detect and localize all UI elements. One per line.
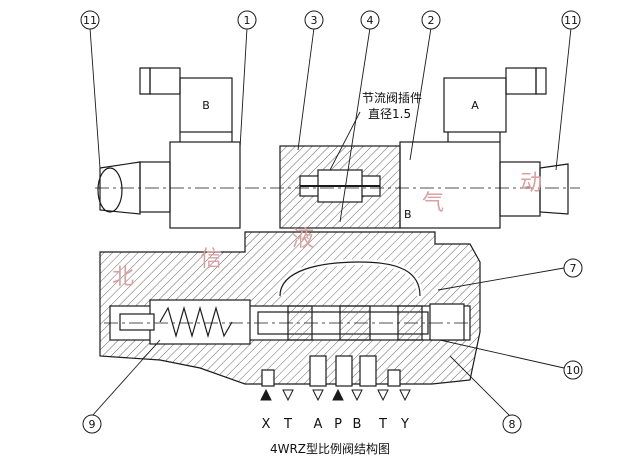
annotation-line2: 直径1.5 — [368, 107, 411, 121]
watermark: 北 信 液 气 动 — [112, 171, 542, 290]
callout-7: 7 — [563, 258, 583, 278]
port-b: B — [353, 417, 362, 432]
svg-text:信: 信 — [200, 247, 222, 272]
port-labels: X T A P B T Y — [262, 417, 409, 432]
side-letter-b: B — [404, 208, 412, 221]
svg-text:7: 7 — [570, 262, 577, 275]
port-t-left: T — [283, 417, 292, 432]
port-x: X — [262, 417, 271, 432]
svg-text:3: 3 — [311, 14, 318, 27]
arrow-t-left — [282, 389, 294, 402]
port-y: Y — [400, 417, 409, 432]
svg-text:液: 液 — [292, 227, 314, 252]
svg-text:1: 1 — [244, 14, 251, 27]
callout-2: 2 — [421, 10, 441, 30]
arrow-x — [260, 388, 272, 401]
svg-text:北: 北 — [112, 265, 134, 290]
callout-3: 3 — [304, 10, 324, 30]
callout-4: 4 — [360, 10, 380, 30]
right-coil-box — [443, 77, 507, 133]
callout-11-right: 11 — [561, 10, 581, 30]
leader-lines — [89, 27, 572, 417]
arrow-p — [332, 388, 344, 401]
coil-label-a: A — [471, 99, 479, 112]
svg-text:10: 10 — [566, 364, 580, 377]
caption: 4WRZ型比例阀结构图 — [270, 441, 390, 456]
left-solenoid-housing — [169, 141, 241, 229]
port-arrows — [260, 388, 411, 402]
arrow-y — [399, 389, 411, 402]
callout-bubbles: 11 1 3 4 2 11 7 10 — [80, 10, 583, 434]
svg-text:8: 8 — [509, 418, 516, 431]
svg-text:动: 动 — [520, 171, 542, 196]
callout-9: 9 — [82, 414, 102, 434]
port-p: P — [334, 417, 342, 432]
pilot-valve — [95, 67, 580, 229]
callout-11-left: 11 — [80, 10, 100, 30]
coil-label-b: B — [202, 99, 210, 112]
callout-10: 10 — [563, 360, 583, 380]
arrow-a — [312, 389, 324, 402]
port-a: A — [314, 417, 323, 432]
port-t-right: T — [378, 417, 387, 432]
svg-text:4: 4 — [367, 14, 374, 27]
svg-text:11: 11 — [83, 14, 97, 27]
right-solenoid-housing — [399, 141, 501, 229]
left-coil-box — [179, 77, 233, 133]
svg-text:气: 气 — [422, 191, 444, 216]
annotation-line1: 节流阀插件 — [362, 91, 422, 105]
arrow-t-right — [377, 389, 389, 402]
svg-text:11: 11 — [564, 14, 578, 27]
main-valve — [99, 231, 481, 387]
arrow-b — [351, 389, 363, 402]
callout-8: 8 — [502, 414, 522, 434]
svg-text:9: 9 — [89, 418, 96, 431]
callout-1: 1 — [237, 10, 257, 30]
svg-text:2: 2 — [428, 14, 435, 27]
